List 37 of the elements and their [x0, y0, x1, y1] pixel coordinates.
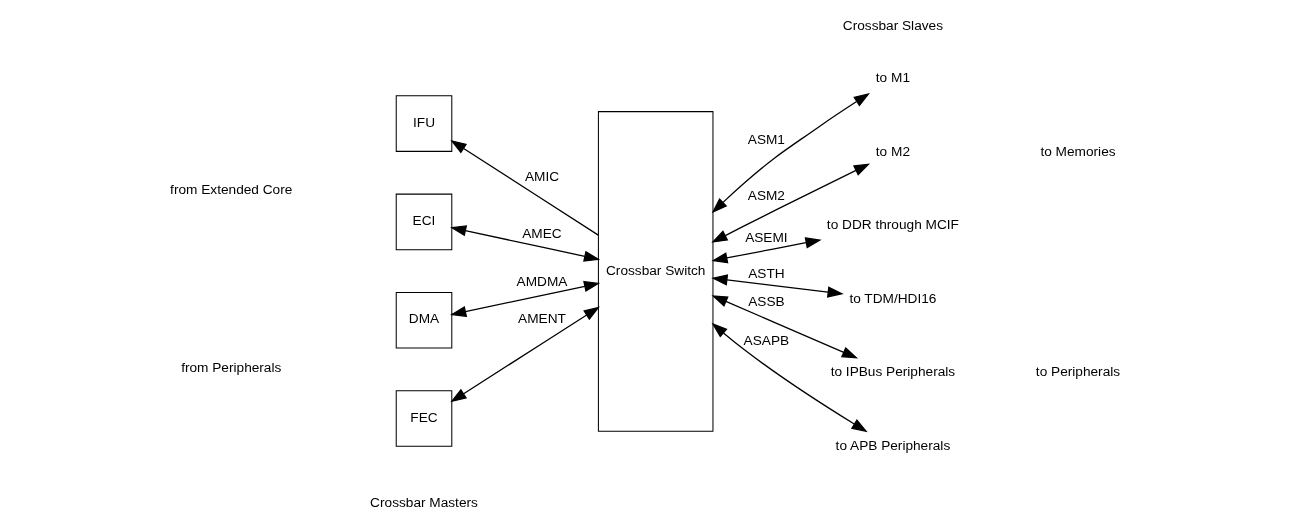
node-text: to APB Peripherals [835, 437, 951, 453]
edge-label: ASM1 [747, 131, 785, 147]
edge-label: AMDMA [516, 273, 568, 289]
arrow [450, 280, 601, 318]
label: Crossbar Slaves [842, 18, 944, 34]
label: from Peripherals [181, 360, 282, 376]
arrow [711, 163, 871, 243]
arrow [711, 322, 868, 433]
arrow [450, 139, 599, 236]
node-text: to M2 [875, 143, 910, 159]
node-text: to IPBus Peripherals [830, 364, 956, 380]
node-box: FEC [395, 390, 453, 447]
edge-label: AMEC [522, 225, 562, 241]
edge-label: ASAPB [743, 332, 790, 348]
label: Crossbar Masters [370, 495, 478, 511]
node-text: to M1 [875, 70, 910, 86]
arrow [711, 295, 859, 359]
node-box: ECI [395, 193, 453, 251]
arrow [711, 274, 844, 298]
label: to Peripherals [1035, 364, 1121, 380]
edge-label: ASEMI [745, 230, 788, 246]
edge-label: AMENT [518, 311, 566, 327]
node-box: Crossbar Switch [597, 111, 714, 432]
node-box: IFU [395, 95, 453, 152]
edge-label: AMIC [524, 168, 560, 184]
arrow [711, 237, 822, 264]
edge-label: ASTH [748, 266, 785, 282]
edge-label: ASM2 [747, 187, 785, 203]
node-box: DMA [395, 291, 453, 349]
label: from Extended Core [170, 182, 293, 198]
arrow [450, 225, 601, 262]
arrow [711, 92, 870, 214]
node-text: to DDR through MCIF [826, 217, 959, 233]
node-text: to TDM/HDI16 [849, 290, 937, 306]
label: to Memories [1040, 143, 1116, 159]
edge-label: ASSB [748, 294, 785, 310]
arrow [450, 306, 600, 403]
